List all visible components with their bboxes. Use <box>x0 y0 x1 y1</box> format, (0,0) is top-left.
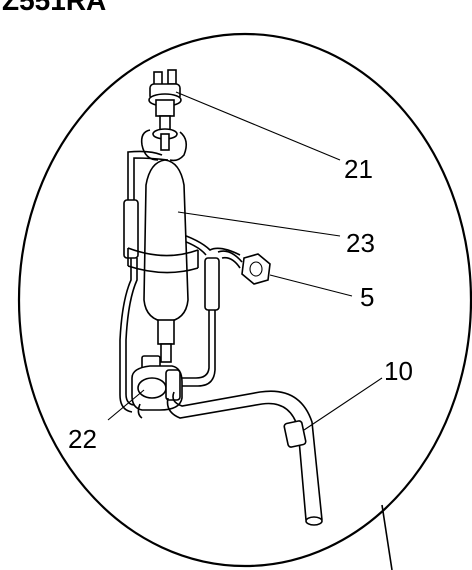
leader-23 <box>177 211 341 237</box>
leader-10 <box>303 377 383 431</box>
detail-oval <box>17 32 472 568</box>
part-21-valve-head <box>140 69 188 162</box>
leader-5 <box>269 274 353 297</box>
part-10-outlet-pipe <box>166 390 323 526</box>
detail-pointer-line <box>381 504 393 570</box>
part-23-receiver-cylinder <box>127 159 199 363</box>
callout-23: 23 <box>346 228 375 258</box>
callout-5: 5 <box>360 282 374 312</box>
diagram-title: Z551RA <box>2 0 106 16</box>
callout-22: 22 <box>68 424 97 454</box>
leader-22 <box>107 389 145 421</box>
leader-21 <box>175 91 341 161</box>
leader-lines <box>107 91 383 431</box>
part-22-lower-valve <box>131 355 183 419</box>
callout-21: 21 <box>344 154 373 184</box>
part-5-flare-nut <box>217 250 271 285</box>
callout-10: 10 <box>384 356 413 386</box>
